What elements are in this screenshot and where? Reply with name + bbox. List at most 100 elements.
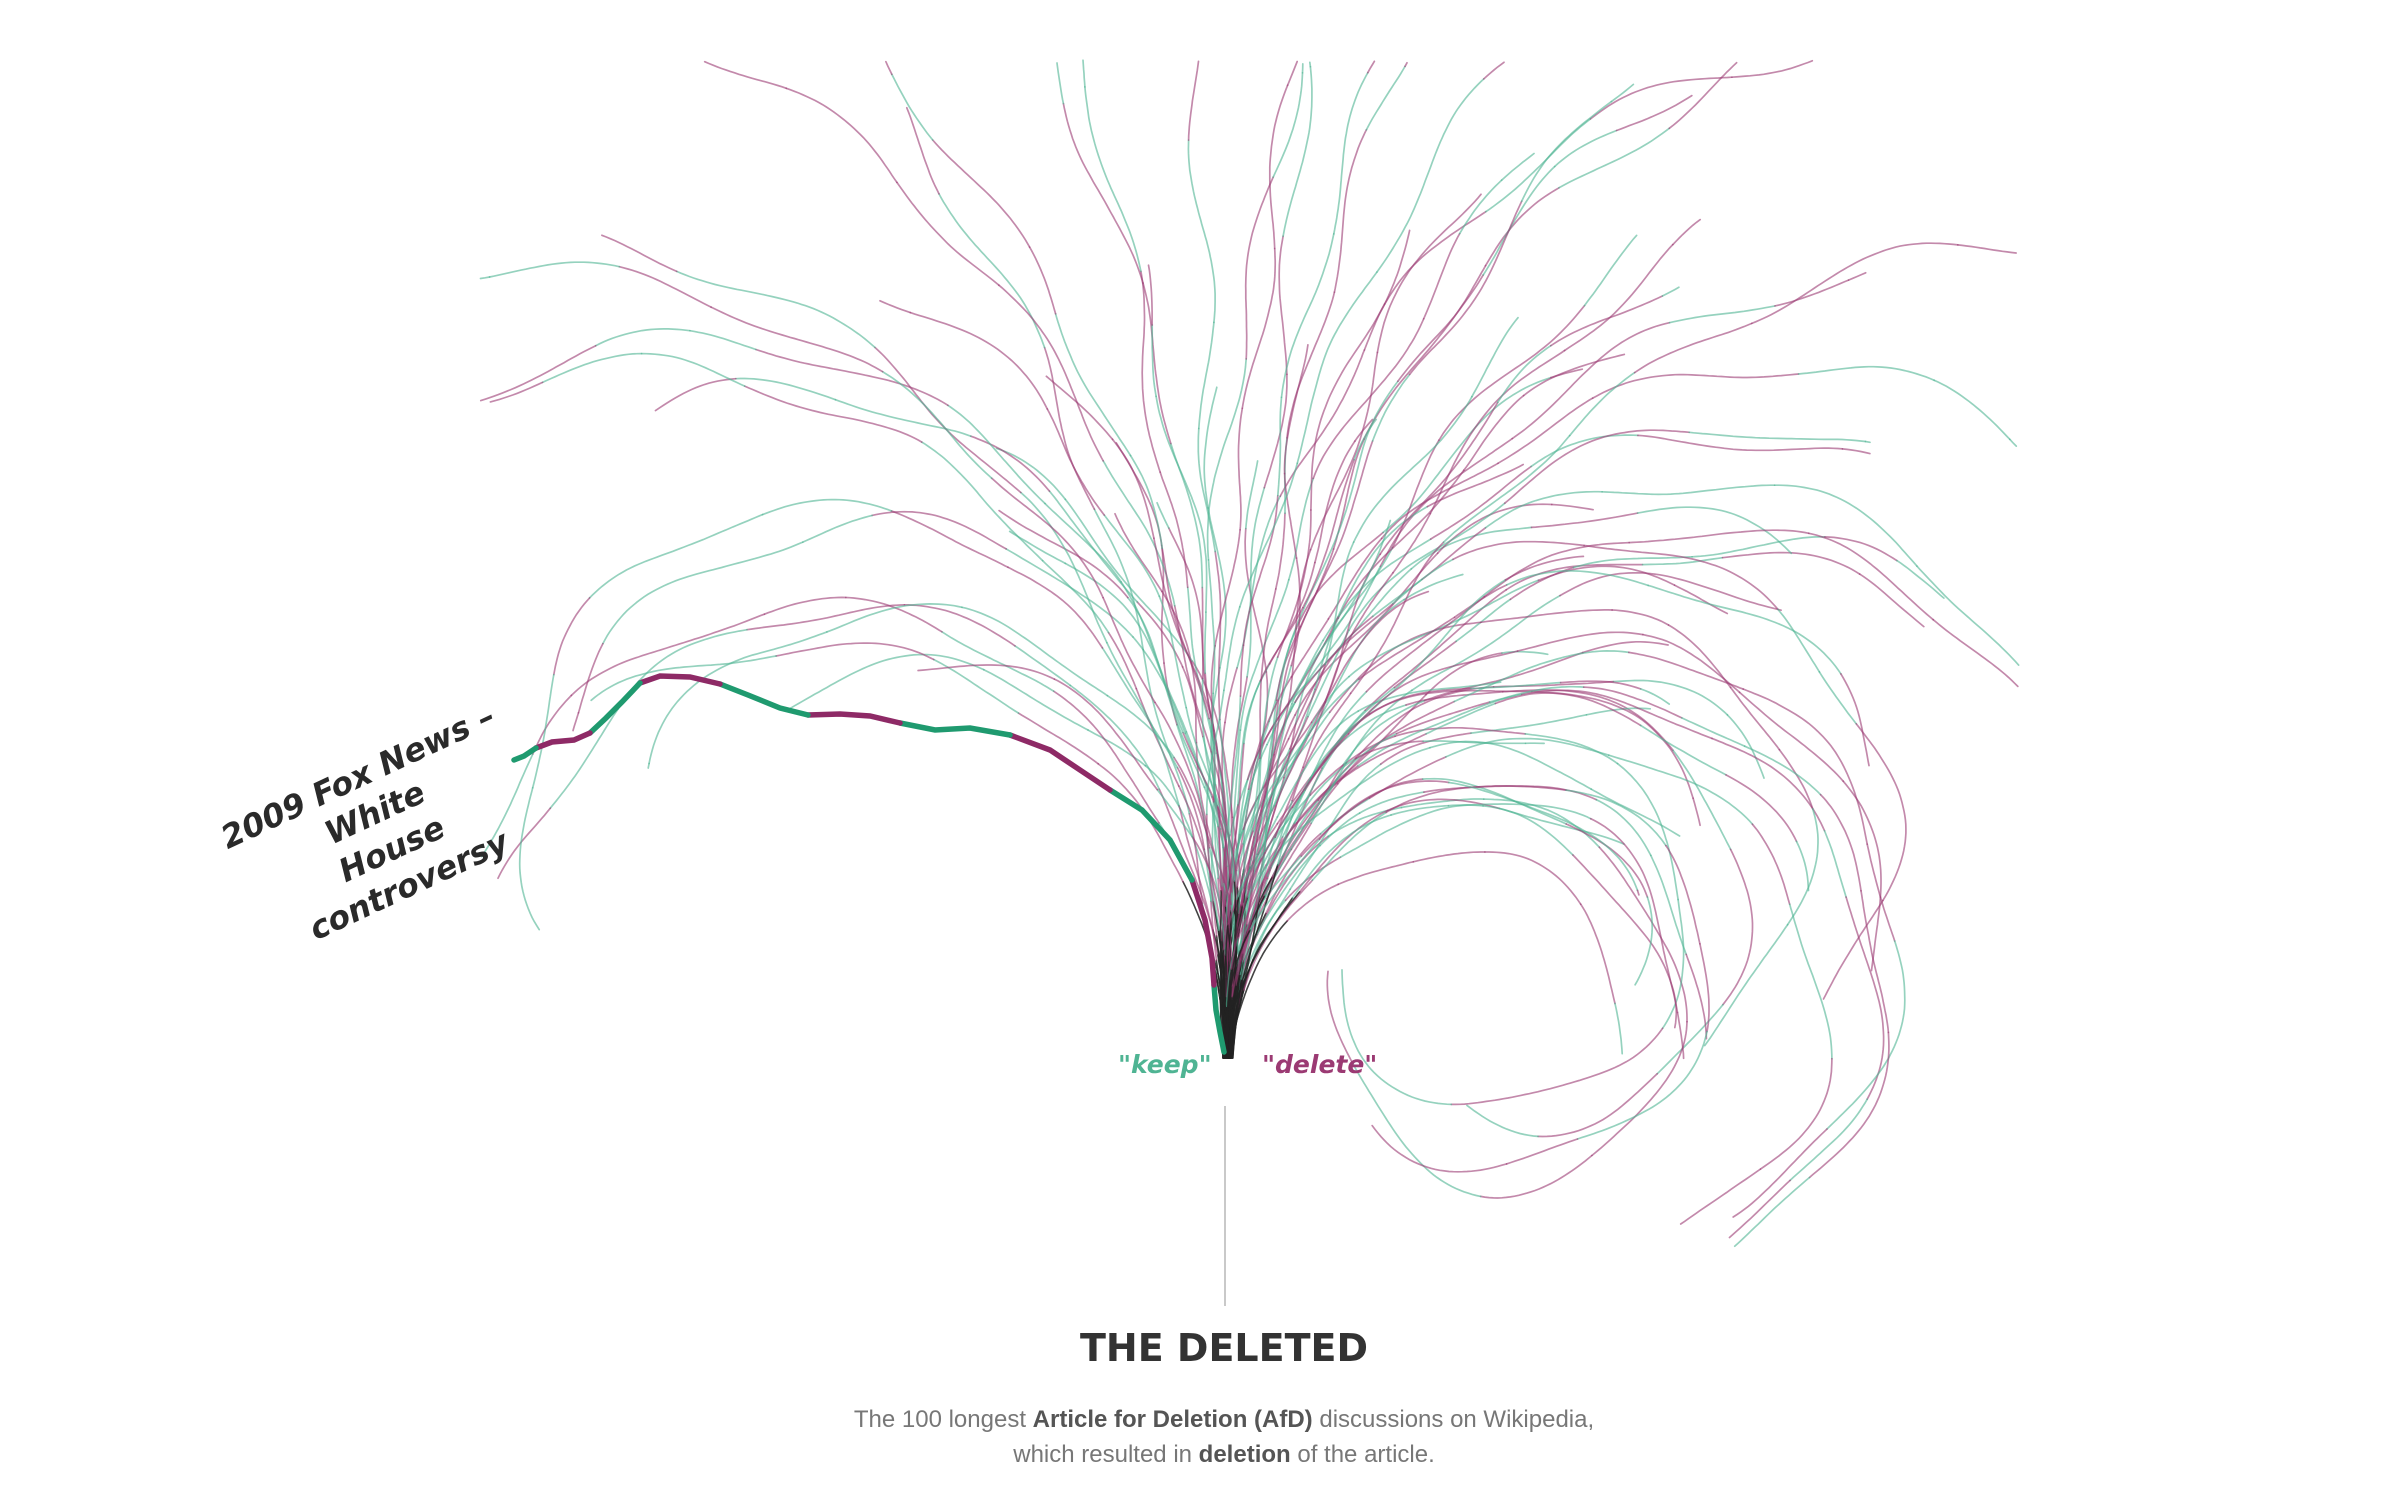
discussion-path-segment — [1197, 321, 1215, 430]
discussion-path-segment — [1253, 741, 1264, 838]
discussion-path-segment — [1455, 598, 1512, 643]
subtitle-line2: which resulted in deletion of the articl… — [1013, 1441, 1435, 1468]
discussion-path-segment — [1627, 651, 1745, 690]
discussion-path-segment — [1870, 896, 1882, 972]
discussion-path-segment — [1679, 1168, 1762, 1225]
discussion-path-segment — [1102, 596, 1156, 704]
discussion-path-segment — [1288, 663, 1327, 750]
discussion-path-segment — [1482, 61, 1505, 80]
discussion-path-segment — [1293, 758, 1357, 825]
discussion-path-segment — [1197, 427, 1217, 553]
discussion-path-segment — [1336, 700, 1456, 785]
discussion-path-segment — [1140, 270, 1162, 474]
discussion-path-segment — [1354, 740, 1424, 760]
discussion-path-base — [1226, 968, 1233, 1059]
discussion-path-segment — [1453, 584, 1508, 619]
discussion-path-segment — [1290, 782, 1339, 851]
discussion-path-segment — [1280, 233, 1335, 399]
discussion-path-segment — [1014, 645, 1072, 687]
discussion-path-segment — [1732, 1128, 1828, 1218]
discussion-path-segment — [871, 510, 1007, 550]
discussion-path-segment — [1590, 788, 1681, 837]
discussion-path-segment — [1244, 176, 1275, 360]
discussion-path-base — [1225, 928, 1252, 1059]
discussion-path-segment — [1097, 762, 1184, 883]
discussion-path-segment — [1725, 774, 1798, 843]
highlighted-discussion-path[interactable] — [511, 673, 1227, 1055]
discussion-path-segment — [1142, 282, 1172, 445]
discussion-path-segment — [1471, 316, 1519, 398]
discussion-path-segment — [1310, 762, 1347, 825]
discussion-path-segment — [1154, 701, 1211, 849]
discussion-path-segment — [1007, 566, 1104, 649]
discussion-path-segment — [909, 311, 1049, 410]
discussion-path-segment — [1649, 854, 1688, 956]
discussion-path-segment — [1276, 710, 1360, 818]
discussion-path-segment — [1102, 460, 1176, 607]
discussion-path-segment — [1276, 396, 1283, 497]
discussion-path-segment — [1211, 692, 1219, 828]
discussion-path-segment — [1382, 376, 1552, 534]
discussion-path-segment — [1225, 865, 1230, 930]
discussion-path-segment — [1231, 778, 1249, 914]
discussion-path-segment — [1291, 692, 1352, 802]
discussion-path-segment — [998, 284, 1105, 462]
discussion-path-segment — [1598, 846, 1688, 1023]
discussion-path-segment — [1633, 322, 1753, 374]
discussion-path-segment — [675, 270, 876, 349]
discussion-path-segment — [801, 514, 873, 543]
discussion-path-segment — [1309, 762, 1347, 796]
discussion-path-segment — [1261, 836, 1277, 884]
discussion-path-segment — [1283, 344, 1309, 475]
discussion-path-segment — [1017, 712, 1100, 765]
discussion-path-segment — [1156, 788, 1194, 838]
discussion-path-segment — [1397, 274, 1485, 383]
discussion-path-segment — [1205, 689, 1225, 816]
discussion-path-base — [1228, 863, 1279, 1059]
discussion-path-segment — [1053, 678, 1159, 791]
discussion-path-segment — [1932, 618, 2019, 688]
discussion-path-segment — [1223, 606, 1241, 692]
discussion-path-segment — [941, 630, 1055, 693]
discussion-path-segment — [1353, 418, 1378, 461]
discussion-path-segment — [890, 510, 1009, 569]
discussion-path-segment — [1591, 373, 1800, 399]
discussion-path-segment — [1661, 898, 1685, 1030]
discussion-path-segment — [1224, 666, 1238, 724]
discussion-path-segment — [1176, 766, 1206, 851]
discussion-path-segment — [990, 477, 1104, 599]
discussion-path-segment — [1479, 609, 1613, 624]
discussion-path-segment — [1797, 365, 1936, 382]
discussion-path-segment — [1661, 286, 1680, 297]
discussion-path-segment — [879, 299, 912, 314]
discussion-path-segment — [1333, 128, 1368, 294]
discussion-path-segment — [1505, 570, 1650, 587]
discussion-path-segment — [1788, 903, 1833, 1060]
discussion-path-segment — [1325, 732, 1398, 795]
discussion-path-segment — [1807, 532, 1935, 621]
discussion-path-segment — [2008, 438, 2018, 447]
discussion-path-segment — [1691, 536, 1826, 558]
highlighted-path-segment — [1189, 877, 1217, 988]
discussion-path-segment — [1044, 502, 1122, 583]
discussion-path-segment — [1101, 647, 1179, 769]
discussion-path-segment — [1742, 688, 1869, 846]
discussion-path-segment — [1239, 578, 1290, 731]
discussion-path-base — [1231, 880, 1237, 1059]
highlighted-path-segment — [897, 720, 1013, 738]
discussion-path-segment — [1421, 777, 1568, 825]
discussion-path-segment — [1151, 324, 1157, 398]
discussion-path-segment — [1390, 804, 1450, 816]
discussion-path-segment — [1272, 71, 1304, 178]
discussion-path-segment — [1358, 791, 1425, 814]
discussion-path-segment — [1482, 805, 1574, 856]
discussion-path-segment — [1291, 814, 1392, 899]
discussion-path-segment — [903, 604, 1016, 647]
discussion-path-segment — [1295, 693, 1427, 824]
discussion-path-segment — [1595, 798, 1652, 857]
discussion-path-segment — [1210, 801, 1220, 932]
discussion-path-segment — [602, 541, 804, 645]
discussion-path-segment — [1933, 379, 2011, 441]
discussion-path-segment — [1259, 588, 1277, 760]
discussion-path-segment — [1286, 60, 1299, 87]
